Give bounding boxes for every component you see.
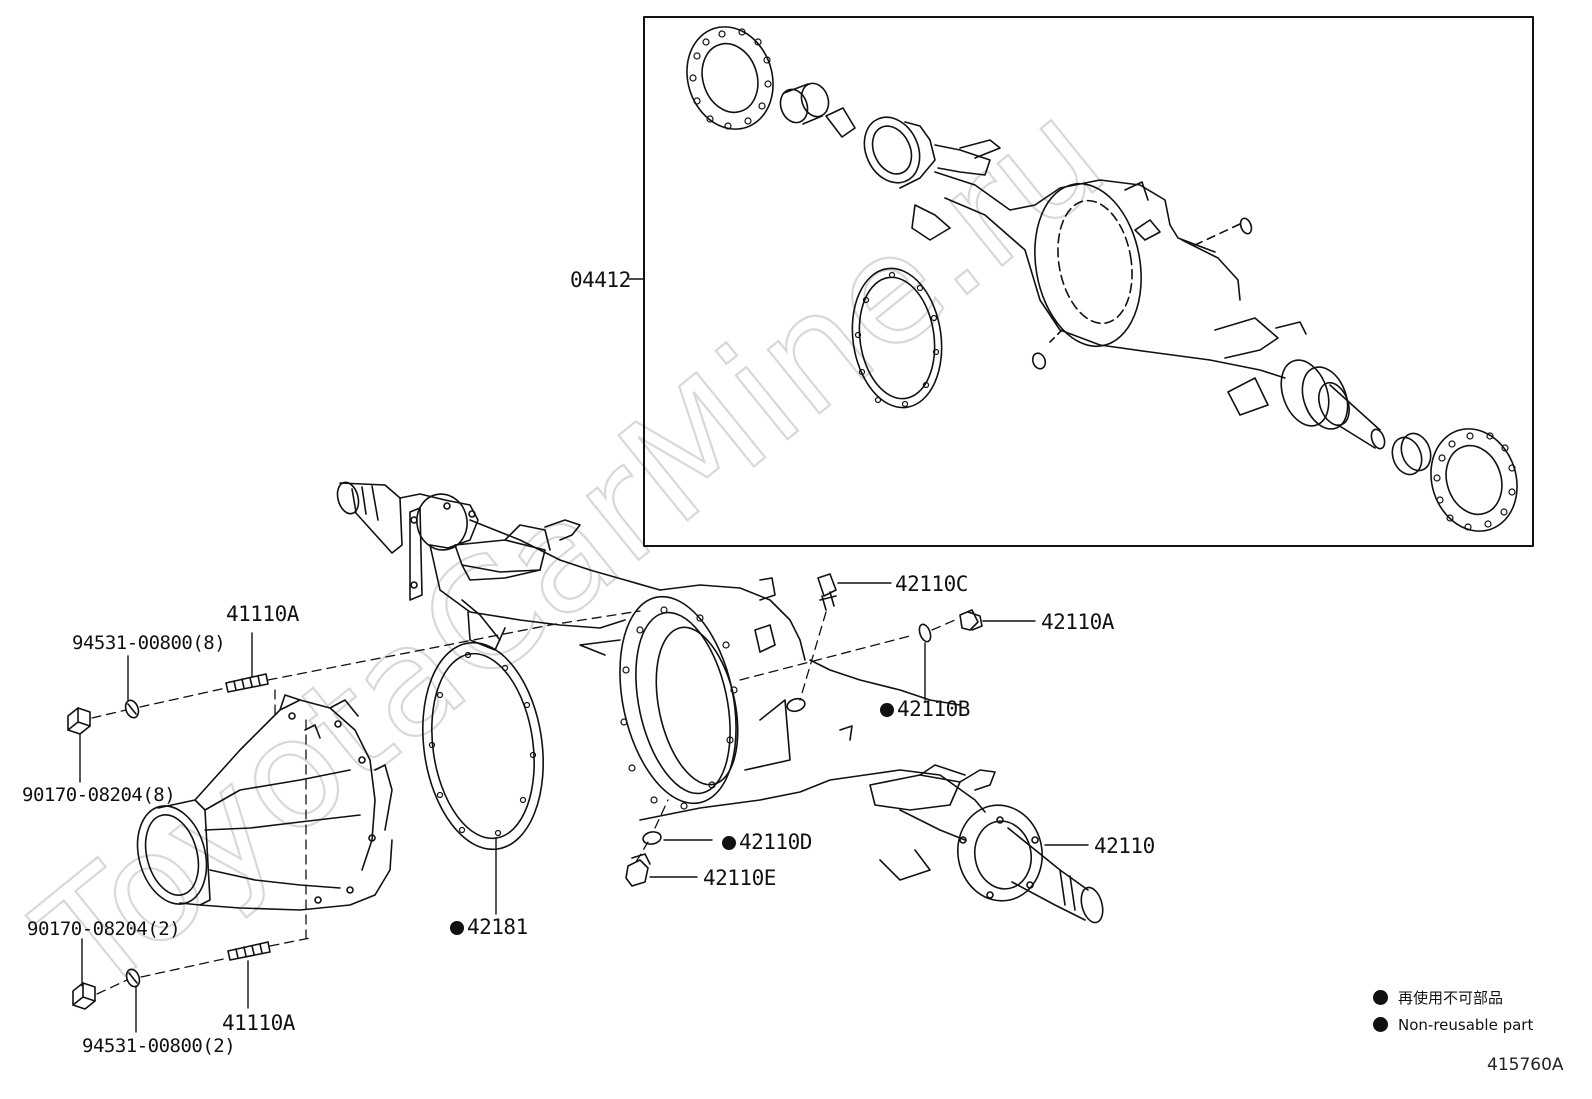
gasket-42110D <box>642 831 662 845</box>
non-reusable-dot <box>722 836 736 850</box>
inset-right-seal <box>1391 432 1432 476</box>
inset-left-flange-plate <box>686 26 774 130</box>
filler-plug-42110A <box>959 609 983 631</box>
label-04412: 04412 <box>570 268 631 292</box>
label-breather: 42110C <box>895 572 968 596</box>
stud-top <box>225 673 269 693</box>
inset-small-washers <box>1031 217 1253 370</box>
legend-row-jp: 再使用不可部品 <box>1373 985 1533 1012</box>
label-gasket-d-text: 42110D <box>739 830 812 854</box>
legend-row-en: Non-reusable part <box>1373 1012 1533 1039</box>
label-plug-a: 42110A <box>1041 610 1114 634</box>
label-gasket-d: 42110D <box>722 830 812 854</box>
breather-plug <box>817 573 837 611</box>
nut-bottom <box>72 982 96 1010</box>
legend-text-en: Non-reusable part <box>1398 1016 1534 1034</box>
legend-dot-jp <box>1373 990 1388 1005</box>
inset-left-seal <box>779 82 830 125</box>
label-housing: 42110 <box>1094 834 1155 858</box>
leader-lines <box>79 582 1089 1033</box>
legend-text-jp: 再使用不可部品 <box>1398 989 1504 1007</box>
label-gasket-42181-text: 42181 <box>467 915 528 939</box>
label-nut-bottom: 90170-08204(2) <box>27 918 181 940</box>
inset-right-flange-plate <box>1430 428 1518 532</box>
main-carrier-gasket <box>422 641 544 851</box>
non-reusable-dot <box>450 921 464 935</box>
legend: 再使用不可部品 Non-reusable part <box>1373 985 1533 1039</box>
inset-carrier-gasket <box>851 267 943 409</box>
label-plug-e: 42110E <box>703 866 776 890</box>
washer-bottom <box>125 968 141 988</box>
label-gasket-b: 42110B <box>880 697 970 721</box>
legend-dot-en <box>1373 1017 1388 1032</box>
inset-axle-housing <box>825 107 1386 450</box>
label-nut-top: 90170-08204(8) <box>22 784 176 806</box>
main-left-axle-end <box>336 481 479 601</box>
housing-washer-small <box>786 697 806 713</box>
main-right-axle-end <box>957 804 1104 924</box>
label-gasket-b-text: 42110B <box>897 697 970 721</box>
label-stud-bottom: 41110A <box>222 1011 295 1035</box>
label-washer-top: 94531-00800(8) <box>72 632 226 654</box>
label-washer-bottom: 94531-00800(2) <box>82 1035 236 1057</box>
stud-bottom <box>227 941 271 961</box>
drain-plug-42110E <box>625 853 651 887</box>
figure-id: 415760A <box>1487 1055 1564 1075</box>
label-gasket-42181: 42181 <box>450 915 528 939</box>
gasket-42110B <box>918 623 932 643</box>
assembly-inset-frame <box>643 16 1534 547</box>
non-reusable-dot <box>880 703 894 717</box>
main-axle-housing <box>429 519 996 881</box>
assembly-dashed-lines <box>91 610 956 995</box>
main-differential-carrier <box>136 694 393 911</box>
nut-top <box>67 707 91 735</box>
washer-top <box>124 699 140 719</box>
label-stud-top: 41110A <box>226 602 299 626</box>
